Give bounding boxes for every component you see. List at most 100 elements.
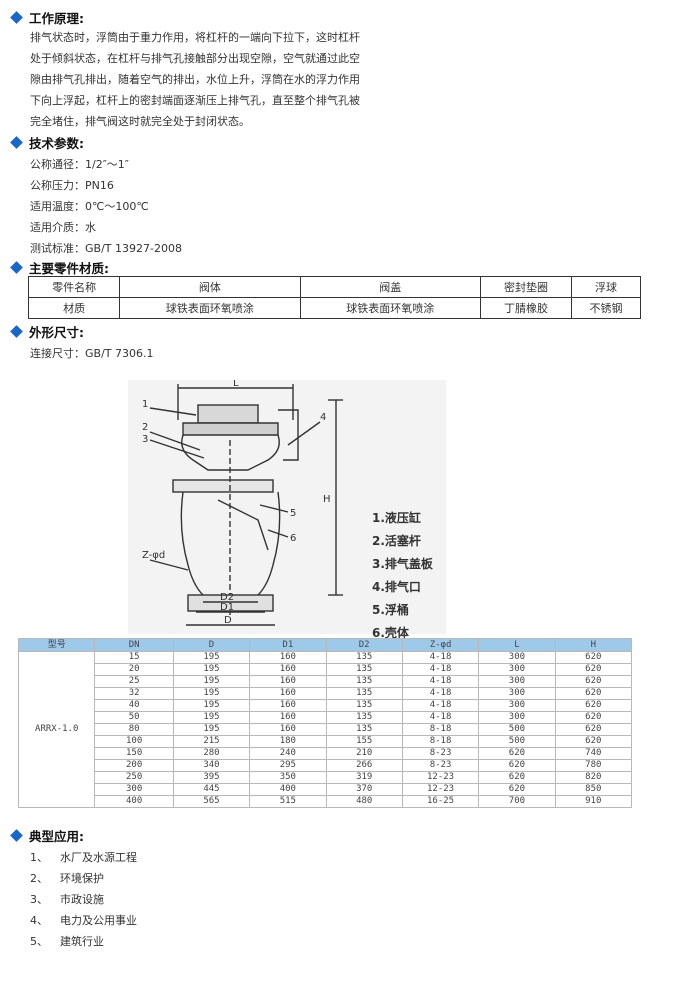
table-cell: 300 xyxy=(94,783,174,796)
table-cell: 620 xyxy=(554,711,633,724)
dim-label-H: H xyxy=(323,494,331,505)
materials-header-row: 零件名称 阀体 阀盖 密封垫圈 浮球 xyxy=(27,276,641,298)
table-cell: 80 xyxy=(94,723,174,736)
table-cell: 密封垫圈 xyxy=(479,276,573,298)
table-cell: 620 xyxy=(554,687,633,700)
principle-line: 排气状态时，浮筒由于重力作用，将杠杆的一端向下拉下，这时杠杆 xyxy=(30,31,360,44)
table-cell: 12-23 xyxy=(401,783,480,796)
applications-heading: 典型应用: xyxy=(10,826,84,844)
principle-line: 隙由排气孔排出，随着空气的排出，水位上升，浮筒在水的浮力作用 xyxy=(30,73,360,86)
table-cell: 180 xyxy=(249,735,327,748)
table-cell: 零件名称 xyxy=(27,276,121,298)
table-cell: 500 xyxy=(478,735,556,748)
table-cell: 700 xyxy=(478,795,556,808)
dimensions-title: 外形尺寸: xyxy=(29,324,84,340)
table-cell: 195 xyxy=(172,699,251,712)
table-cell: 195 xyxy=(172,687,251,700)
table-cell: 266 xyxy=(325,759,403,772)
materials-heading: 主要零件材质: xyxy=(10,258,109,276)
table-cell: 910 xyxy=(554,795,633,808)
callout-2: 2 xyxy=(142,422,148,433)
diamond-bullet-icon xyxy=(10,10,23,24)
application-number: 1、 xyxy=(30,851,48,864)
table-cell: 135 xyxy=(325,675,403,688)
table-header-cell: D xyxy=(172,638,251,652)
table-cell: 阀体 xyxy=(119,276,301,298)
diamond-bullet-icon xyxy=(10,828,23,842)
applications-title: 典型应用: xyxy=(29,828,84,844)
table-cell: 200 xyxy=(94,759,174,772)
table-cell: 250 xyxy=(94,771,174,784)
callout-4: 4 xyxy=(320,412,326,423)
legend-item: 4.排气口 xyxy=(372,580,421,594)
table-cell: 620 xyxy=(478,747,556,760)
dim-label-D1: D1 xyxy=(220,602,234,613)
diamond-bullet-icon xyxy=(10,260,23,274)
table-cell: 340 xyxy=(172,759,251,772)
legend-item: 5.浮桶 xyxy=(372,603,409,617)
table-cell: 135 xyxy=(325,651,403,664)
table-cell: 160 xyxy=(249,711,327,724)
dimensions-header-row: 型号 DN D D1 D2 Z-φd L H xyxy=(17,638,633,652)
table-cell: 820 xyxy=(554,771,633,784)
table-cell: 16-25 xyxy=(401,795,480,808)
table-cell: 4-18 xyxy=(401,651,480,664)
materials-table: 零件名称 阀体 阀盖 密封垫圈 浮球 材质 球铁表面环氧喷涂 球铁表面环氧喷涂 … xyxy=(27,276,641,319)
table-cell: 210 xyxy=(325,747,403,760)
application-text: 建筑行业 xyxy=(60,935,104,948)
table-cell: 300 xyxy=(478,687,556,700)
table-cell: 620 xyxy=(478,783,556,796)
application-item: 1、水厂及水源工程 xyxy=(30,849,137,865)
principle-text: 排气状态时，浮筒由于重力作用，将杠杆的一端向下拉下，这时杠杆 处于倾斜状态，在杠… xyxy=(30,27,400,132)
dim-label-Z: Z-φd xyxy=(142,550,165,561)
callout-6: 6 xyxy=(290,533,296,544)
table-cell: 780 xyxy=(554,759,633,772)
params-title: 技术参数: xyxy=(29,135,84,151)
table-cell: 160 xyxy=(249,687,327,700)
table-cell: 160 xyxy=(249,699,327,712)
table-cell: 480 xyxy=(325,795,403,808)
param-nominal-pressure: 公称压力：PN16 xyxy=(30,179,114,192)
params-heading: 技术参数: xyxy=(10,133,84,151)
legend-item: 6.壳体 xyxy=(372,626,409,640)
dim-label-D2: D2 xyxy=(220,592,234,603)
materials-data-row: 材质 球铁表面环氧喷涂 球铁表面环氧喷涂 丁腈橡胶 不锈钢 xyxy=(27,297,641,319)
table-cell: 350 xyxy=(249,771,327,784)
table-cell: 40 xyxy=(94,699,174,712)
table-cell: 300 xyxy=(478,675,556,688)
model-cell: ARRX-1.0 xyxy=(17,651,96,808)
table-cell: 135 xyxy=(325,723,403,736)
table-cell: 球铁表面环氧喷涂 xyxy=(119,297,301,319)
callout-5: 5 xyxy=(290,508,296,519)
table-cell: 浮球 xyxy=(571,276,641,298)
table-cell: 740 xyxy=(554,747,633,760)
table-cell: 160 xyxy=(249,651,327,664)
table-cell: 4-18 xyxy=(401,687,480,700)
connection-size: 连接尺寸：GB/T 7306.1 xyxy=(30,347,154,360)
principle-line: 完全堵住，排气阀这时就完全处于封闭状态。 xyxy=(30,115,250,128)
table-cell: 160 xyxy=(249,675,327,688)
diamond-bullet-icon xyxy=(10,324,23,338)
param-standard: 测试标准：GB/T 13927-2008 xyxy=(30,242,182,255)
table-cell: 32 xyxy=(94,687,174,700)
table-cell: 100 xyxy=(94,735,174,748)
table-cell: 195 xyxy=(172,675,251,688)
dim-label-D: D xyxy=(224,615,232,626)
table-cell: 400 xyxy=(249,783,327,796)
table-cell: 15 xyxy=(94,651,174,664)
table-cell: 160 xyxy=(249,723,327,736)
table-cell: 135 xyxy=(325,711,403,724)
table-cell: 丁腈橡胶 xyxy=(479,297,573,319)
table-cell: 319 xyxy=(325,771,403,784)
table-header-cell: Z-φd xyxy=(401,638,480,652)
table-cell: 195 xyxy=(172,711,251,724)
table-cell: 8-18 xyxy=(401,723,480,736)
